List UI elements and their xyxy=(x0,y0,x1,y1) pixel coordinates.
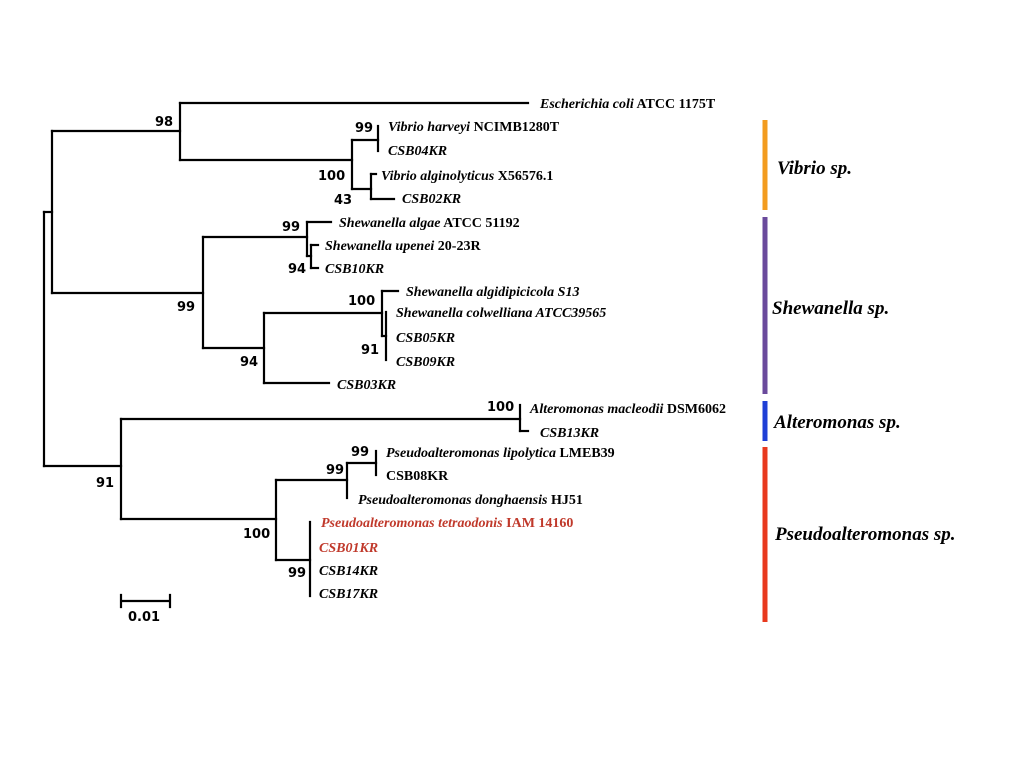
alteromonas-group-label: Alteromonas sp. xyxy=(773,412,901,433)
taxon-label: CSB13KR xyxy=(540,426,599,441)
bootstrap-value: 94 xyxy=(240,355,258,370)
taxon-label: CSB03KR xyxy=(337,378,396,393)
bootstrap-values: 98 99 100 43 99 94 99 100 91 94 100 91 9… xyxy=(96,115,514,581)
taxon-label: CSB09KR xyxy=(396,355,455,370)
bootstrap-value: 99 xyxy=(282,220,300,235)
scale-bar-line xyxy=(119,593,172,609)
bootstrap-value: 99 xyxy=(326,463,344,478)
taxon-label-highlighted: CSB01KR xyxy=(319,541,378,556)
bootstrap-value: 100 xyxy=(348,294,375,309)
taxon-label: Pseudoalteromonas lipolytica LMEB39 xyxy=(386,446,615,461)
taxon-label: CSB17KR xyxy=(319,587,378,602)
scale-bar-label: 0.01 xyxy=(128,610,160,625)
bootstrap-value: 98 xyxy=(155,115,173,130)
taxon-label: CSB14KR xyxy=(319,564,378,579)
taxon-label: CSB04KR xyxy=(388,144,447,159)
vibrio-group-label: Vibrio sp. xyxy=(777,158,852,179)
taxon-label: Shewanella algidipicicola S13 xyxy=(406,285,579,300)
bootstrap-value: 91 xyxy=(96,476,114,491)
taxon-label: Escherichia coli ATCC 1175T xyxy=(539,97,716,112)
taxon-label: Shewanella upenei 20-23R xyxy=(325,239,481,254)
tree-branches xyxy=(42,101,530,598)
bootstrap-value: 94 xyxy=(288,262,306,277)
taxon-label: Pseudoalteromonas donghaensis HJ51 xyxy=(358,493,583,508)
taxon-label: Vibrio alginolyticus X56576.1 xyxy=(381,169,553,184)
taxon-label: CSB10KR xyxy=(325,262,384,277)
bootstrap-value: 99 xyxy=(288,566,306,581)
bootstrap-value: 99 xyxy=(355,121,373,136)
bootstrap-value: 99 xyxy=(351,445,369,460)
pseudoalteromonas-group-label: Pseudoalteromonas sp. xyxy=(774,524,956,545)
taxon-labels: Escherichia coli ATCC 1175T Vibrio harve… xyxy=(319,97,726,602)
taxon-label: CSB02KR xyxy=(402,192,461,207)
bootstrap-value: 43 xyxy=(334,193,352,208)
taxon-label: Alteromonas macleodii DSM6062 xyxy=(529,402,726,417)
clade-groups: Vibrio sp. Shewanella sp. Alteromonas sp… xyxy=(762,120,956,622)
taxon-label: Shewanella algae ATCC 51192 xyxy=(339,216,520,231)
taxon-label: Vibrio harveyi NCIMB1280T xyxy=(388,120,560,135)
taxon-label: Shewanella colwelliana ATCC39565 xyxy=(396,306,606,321)
scale-bar: 0.01 xyxy=(119,593,172,625)
bootstrap-value: 100 xyxy=(487,400,514,415)
bootstrap-value: 100 xyxy=(243,527,270,542)
taxon-label: CSB08KR xyxy=(386,469,449,484)
bootstrap-value: 100 xyxy=(318,169,345,184)
shewanella-group-label: Shewanella sp. xyxy=(772,298,889,319)
bootstrap-value: 99 xyxy=(177,300,195,315)
taxon-label: CSB05KR xyxy=(396,331,455,346)
taxon-label-highlighted: Pseudoalteromonas tetraodonis IAM 14160 xyxy=(321,516,573,531)
bootstrap-value: 91 xyxy=(361,343,379,358)
